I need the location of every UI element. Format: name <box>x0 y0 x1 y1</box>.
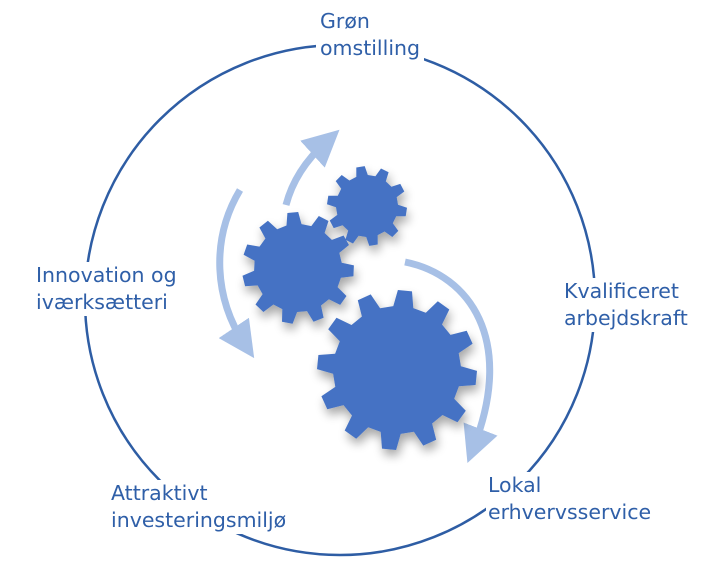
small-gear-icon <box>327 166 407 246</box>
label-attractive-investment-line2: investeringsmiljø <box>111 508 287 532</box>
arrow-up-right-icon <box>282 129 340 206</box>
medium-gear-icon <box>242 212 354 324</box>
label-innovation-entrepreneurship: Innovation og iværksætteri <box>34 262 179 316</box>
label-local-business-service-line1: Lokal <box>488 473 542 497</box>
label-attractive-investment: Attraktivt investeringsmiljø <box>109 480 289 534</box>
arrow-down-right-icon <box>404 258 498 463</box>
label-qualified-workforce-line2: arbejdskraft <box>564 306 688 330</box>
flow-arrows <box>216 129 498 463</box>
label-innovation-entrepreneurship-line2: iværksætteri <box>36 290 168 314</box>
label-green-transition: Grøn omstilling <box>316 8 425 62</box>
label-local-business-service: Lokal erhvervsservice <box>486 472 654 526</box>
label-green-transition-line2: omstilling <box>320 36 421 60</box>
label-innovation-entrepreneurship-line1: Innovation og <box>36 263 177 287</box>
arrow-down-left-icon <box>216 188 255 359</box>
label-local-business-service-line2: erhvervsservice <box>488 500 652 524</box>
large-gear-icon <box>317 290 477 450</box>
label-qualified-workforce-line1: Kvalificeret <box>564 279 679 303</box>
label-green-transition-line1: Grøn <box>320 9 370 33</box>
gear-group <box>242 166 477 450</box>
label-attractive-investment-line1: Attraktivt <box>111 481 208 505</box>
label-qualified-workforce: Kvalificeret arbejdskraft <box>562 278 690 332</box>
